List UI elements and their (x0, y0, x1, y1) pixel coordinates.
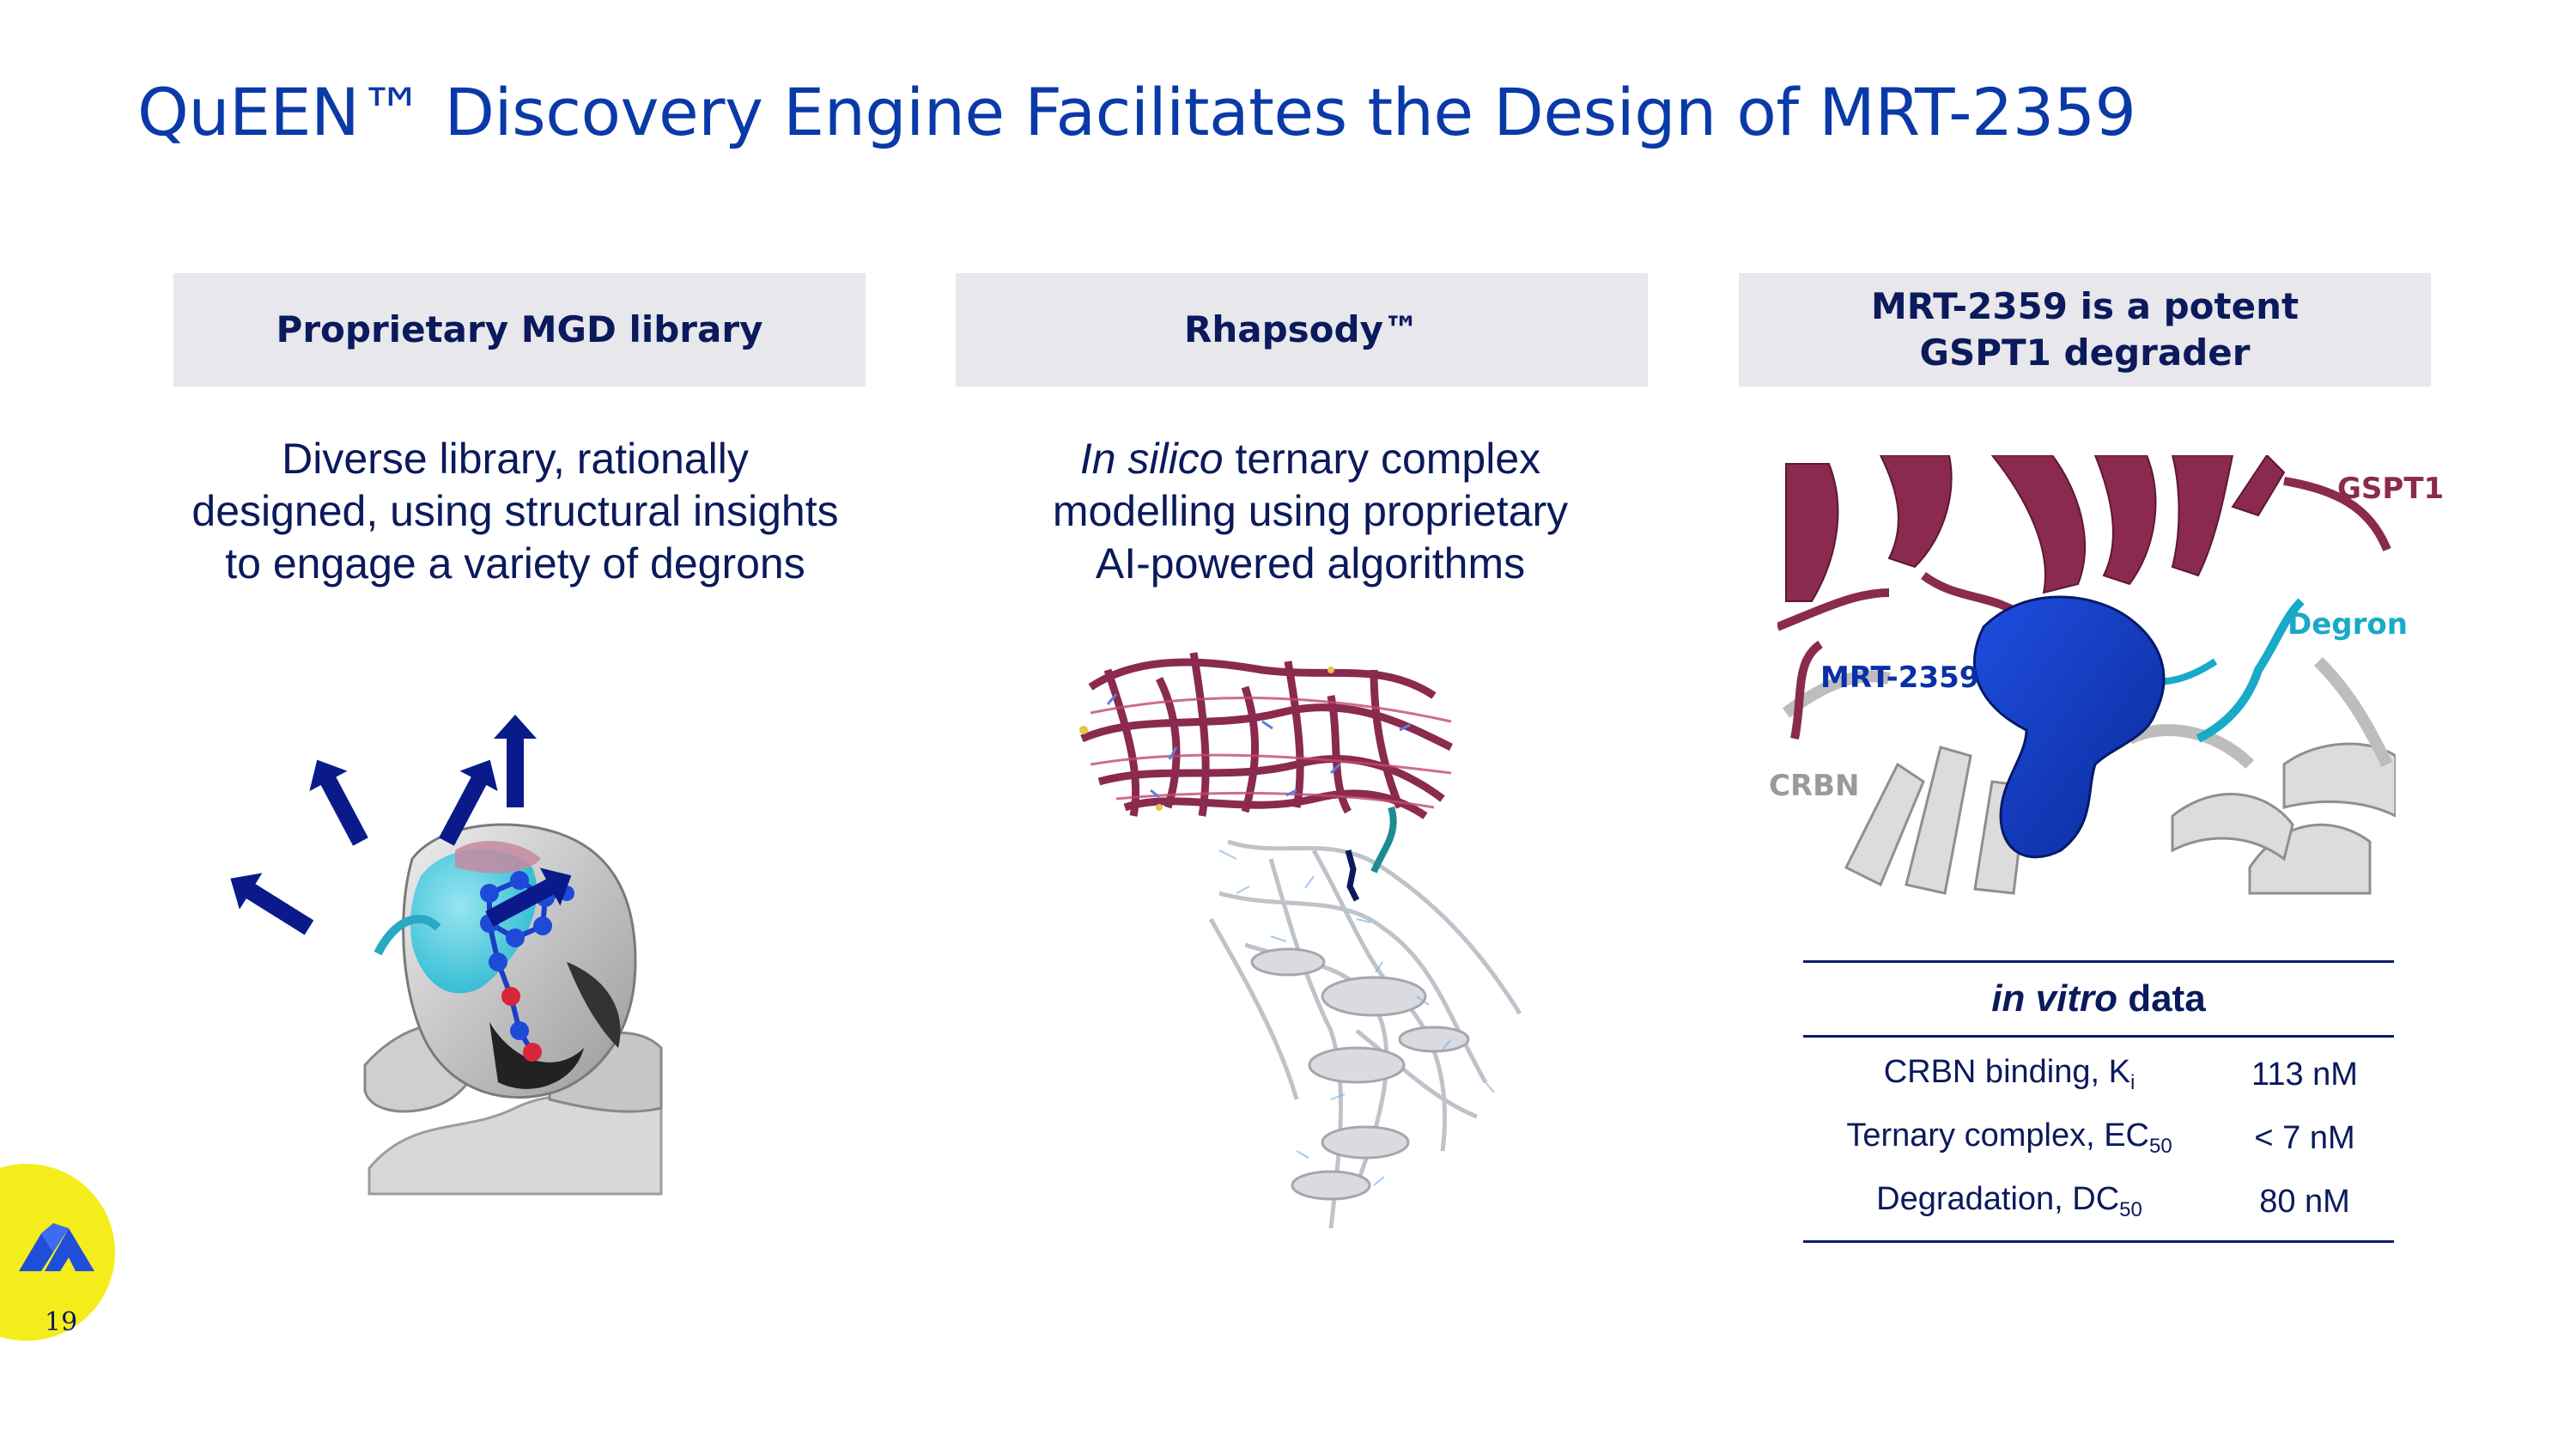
desc-rhapsody: In silico ternary complex modelling usin… (967, 433, 1654, 590)
row-value: 113 nM (2251, 1056, 2358, 1093)
arrow-up-icon (439, 759, 498, 846)
table-bottom-rule (1803, 1233, 2394, 1243)
arrow-up-icon (230, 873, 314, 935)
table-row: CRBN binding, Ki 113 nM (1803, 1043, 2394, 1106)
header-mrt-potent: MRT-2359 is a potent GSPT1 degrader (1739, 273, 2431, 387)
header-mgd-library: Proprietary MGD library (173, 273, 866, 387)
mrt-structure-figure: GSPT1 Degron MRT-2359 CRBN (1769, 455, 2444, 895)
arrow-up-icon (494, 715, 537, 807)
row-label-text: Ternary complex, EC (1846, 1117, 2149, 1154)
row-label-sub: 50 (2119, 1198, 2142, 1221)
row-value: < 7 nM (2254, 1119, 2355, 1156)
row-label-sub: i (2129, 1071, 2136, 1094)
label-gspt1: GSPT1 (2337, 472, 2444, 506)
header-mgd-library-text: Proprietary MGD library (276, 308, 763, 350)
header-rhapsody-text: Rhapsody™ (1184, 308, 1419, 350)
row-label: Ternary complex, EC50 (1803, 1117, 2215, 1159)
desc-mgd-line1: Diverse library, rationally (282, 435, 749, 483)
row-label: CRBN binding, Ki (1803, 1054, 2215, 1095)
table-title-rest: data (2117, 977, 2206, 1020)
slide-title: QuEEN™ Discovery Engine Facilitates the … (137, 74, 2136, 150)
desc-rhapsody-line2: modelling using proprietary (1052, 487, 1569, 535)
label-degron: Degron (2287, 607, 2408, 642)
desc-rhapsody-italic: In silico (1079, 435, 1224, 483)
arrow-up-icon (309, 759, 368, 846)
table-title-italic: in vitro (1991, 977, 2117, 1020)
row-label-text: Degradation, DC (1876, 1181, 2120, 1217)
desc-mgd-line3: to engage a variety of degrons (225, 539, 805, 588)
header-mrt-line1: MRT-2359 is a potent (1870, 285, 2300, 327)
row-label: Degradation, DC50 (1803, 1181, 2215, 1222)
label-crbn: CRBN (1769, 769, 1860, 803)
table-header: in vitro data (1803, 960, 2394, 1038)
desc-rhapsody-line3: AI-powered algorithms (1095, 539, 1526, 588)
table-row: Degradation, DC50 80 nM (1803, 1170, 2394, 1233)
desc-rhapsody-line1-rest: ternary complex (1223, 435, 1541, 483)
label-mrt: MRT-2359 (1820, 661, 1979, 695)
arrow-up-icon (485, 868, 572, 927)
row-label-sub: 50 (2148, 1135, 2172, 1158)
header-rhapsody: Rhapsody™ (956, 273, 1648, 387)
company-logo-icon (19, 1223, 94, 1271)
in-vitro-data-table: in vitro data CRBN binding, Ki 113 nM Te… (1803, 960, 2394, 1243)
desc-rhapsody-line1: In silico ternary complex (967, 433, 1654, 485)
page-number: 19 (45, 1307, 78, 1337)
row-label-text: CRBN binding, K (1883, 1054, 2130, 1090)
table-row: Ternary complex, EC50 < 7 nM (1803, 1106, 2394, 1170)
header-mrt-line2: GSPT1 degrader (1919, 332, 2251, 374)
binding-pocket-figure (230, 715, 663, 1196)
desc-mgd-library: Diverse library, rationally designed, us… (172, 433, 859, 590)
desc-mgd-line2: designed, using structural insights (191, 487, 839, 535)
row-value: 80 nM (2259, 1183, 2350, 1220)
ternary-complex-figure (1079, 652, 1522, 1229)
